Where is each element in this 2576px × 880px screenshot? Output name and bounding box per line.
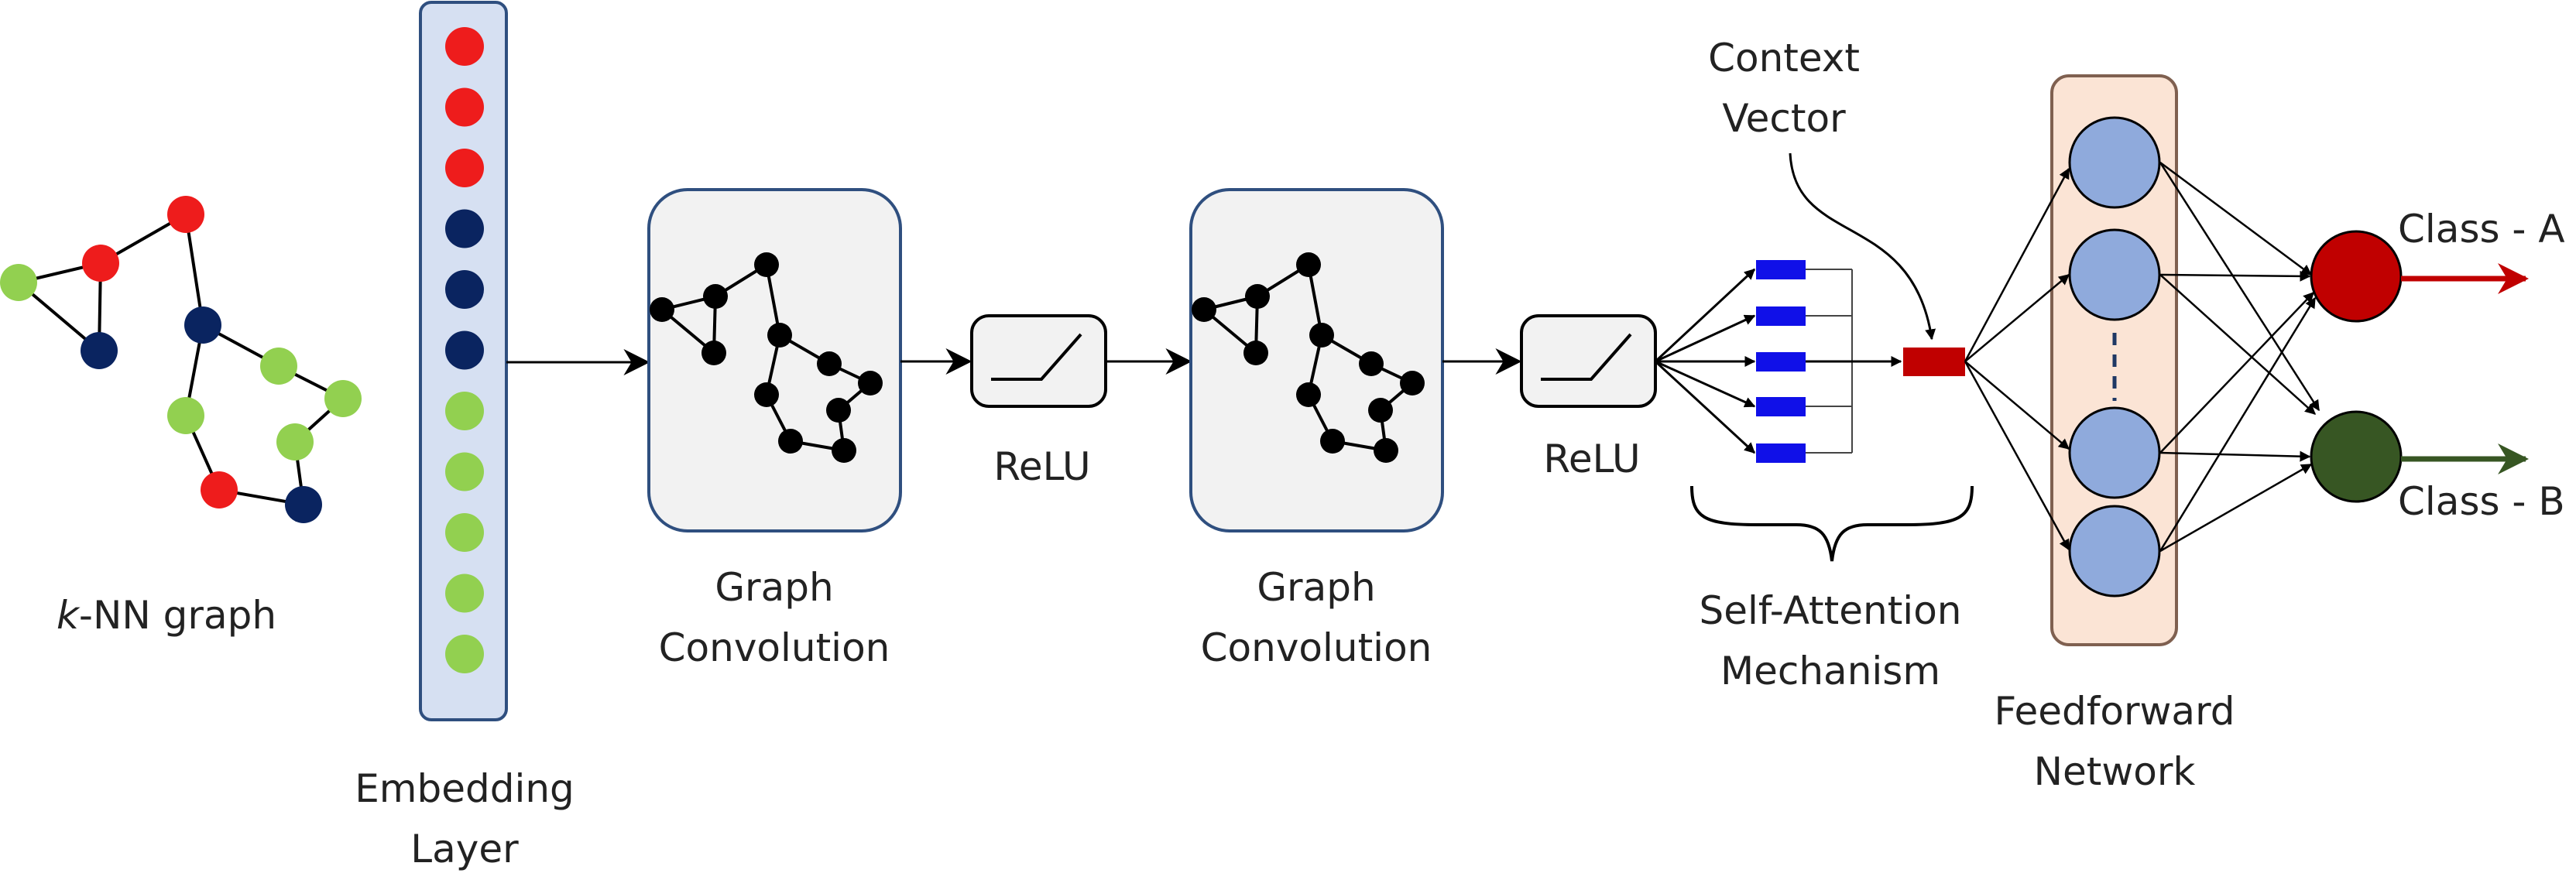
knn-node [82, 245, 119, 282]
relu2-label: ReLU [1543, 437, 1640, 481]
attention-label-line1: Self-Attention [1700, 588, 1962, 633]
ffn-label-line1: Feedforward [1995, 689, 2235, 734]
ffn-label-line2: Network [2034, 749, 2196, 794]
class-b-label: Class - B [2398, 479, 2565, 524]
arrow-context-curve [1789, 152, 1936, 341]
embedding-node [445, 635, 484, 673]
knn-node [201, 471, 238, 508]
graph-conv2-label-line2: Convolution [1201, 625, 1432, 670]
graph-conv2-graph-icon [1192, 252, 1425, 463]
knn-node [167, 397, 204, 434]
embedding-node [445, 392, 484, 430]
embedding-label-line2: Layer [410, 827, 519, 871]
knn-node [184, 306, 221, 344]
context-vector [1903, 348, 1965, 376]
attention-weight-bar [1756, 397, 1806, 416]
embedding-node [445, 330, 484, 370]
attention-weight-bar [1756, 306, 1806, 326]
knn-node [324, 380, 362, 417]
embedding-node [445, 452, 484, 491]
context-label-line1: Context [1708, 36, 1860, 80]
relu1-box [970, 314, 1107, 408]
graph-conv1-label-line2: Convolution [659, 625, 890, 670]
attention-weight-bar [1756, 352, 1806, 372]
knn-node [260, 348, 297, 385]
ffn-output-connections [2159, 161, 2320, 553]
embedding-node [445, 574, 484, 613]
knn-node [285, 486, 322, 523]
embedding-node [445, 87, 484, 127]
relu2-box [1520, 314, 1657, 408]
attention-weights [1756, 260, 1806, 463]
graph-conv1-label-line1: Graph [715, 565, 833, 610]
attention-label-line2: Mechanism [1720, 649, 1940, 693]
knn-graph-label: k-NN graph [57, 593, 276, 638]
ffn-neuron [2068, 116, 2161, 209]
embedding-node [445, 209, 484, 248]
attention-fan-arrows [1654, 268, 1756, 454]
knn-node [81, 332, 118, 369]
class-a-node [2310, 230, 2403, 323]
embedding-node [445, 513, 484, 552]
relu2-icon [1541, 333, 1632, 381]
graph-conv1-graph-icon [650, 252, 883, 463]
knn-node [167, 196, 204, 233]
attention-weight-bar [1756, 260, 1806, 279]
context-label-line2: Vector [1722, 96, 1846, 141]
graph-conv2-label-line1: Graph [1257, 565, 1375, 610]
embedding-node [445, 149, 484, 187]
ffn-neuron [2068, 505, 2161, 598]
class-b-node [2310, 410, 2403, 503]
attention-weight-bar [1756, 443, 1806, 463]
attention-brace [1690, 485, 1974, 562]
ffn-neuron [2068, 406, 2161, 499]
relu1-icon [991, 333, 1082, 381]
ffn-input-connections [1964, 167, 2070, 551]
knn-node [0, 264, 37, 301]
embedding-node [445, 27, 484, 66]
knn-node [276, 423, 314, 461]
embedding-label-line1: Embedding [355, 766, 575, 811]
relu1-label: ReLU [993, 444, 1090, 489]
class-a-label: Class - A [2398, 207, 2565, 252]
embedding-node [445, 270, 484, 309]
ffn-neuron [2068, 228, 2161, 321]
embedding-nodes [445, 27, 484, 673]
knn-graph [0, 196, 362, 523]
